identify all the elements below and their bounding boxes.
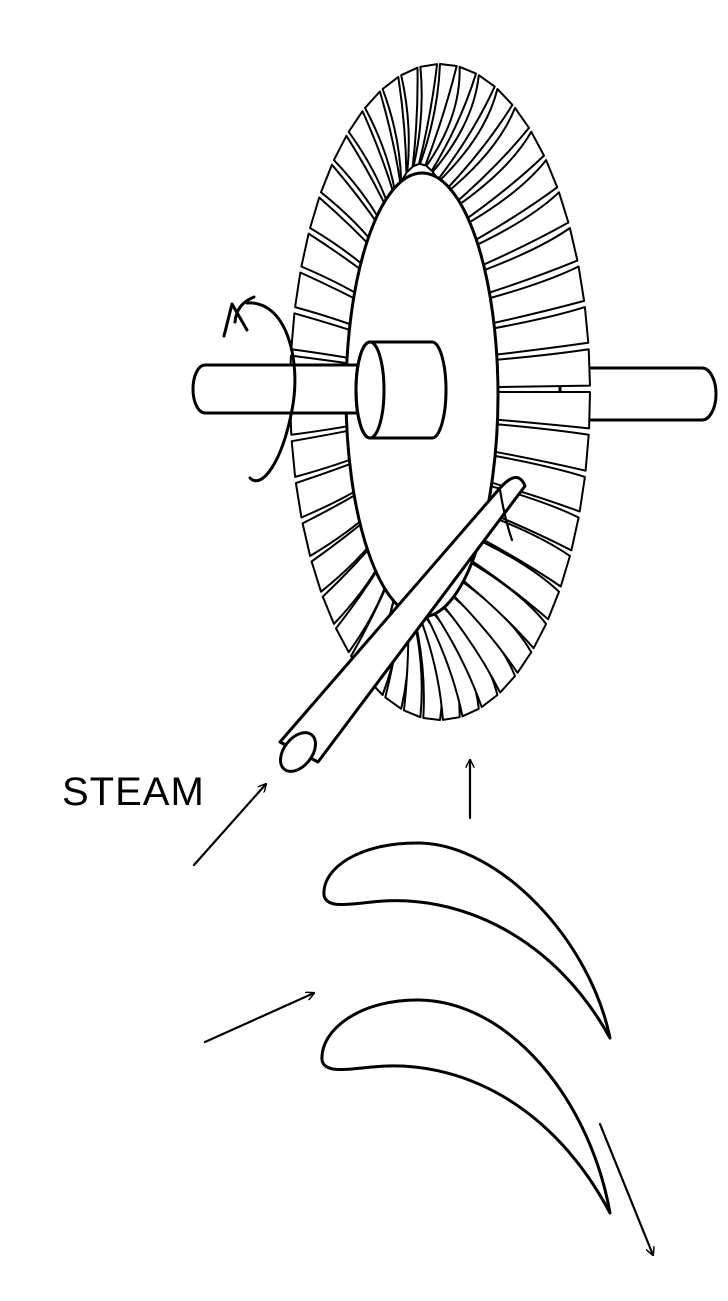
rotor-blade <box>443 106 530 210</box>
rotor-blade <box>448 130 545 229</box>
front-shaft <box>191 363 377 415</box>
rotor-blade <box>425 65 477 172</box>
rotor-blade <box>364 90 402 196</box>
lower-blade-profile <box>320 998 612 1215</box>
steam-nozzle <box>278 476 527 773</box>
flow-arrows <box>192 758 653 1255</box>
steam-inlet-arrow <box>192 784 266 867</box>
rotor-blade <box>332 134 391 232</box>
rotor-blade <box>419 63 458 167</box>
blade-inlet-arrow <box>203 993 314 1044</box>
hub <box>354 340 448 440</box>
rotor-blade <box>320 163 386 255</box>
rotor-blade <box>400 66 419 173</box>
rotor-blade <box>464 265 586 330</box>
rotor-blade <box>453 159 559 251</box>
rear-shaft <box>558 366 718 422</box>
rotor-blade <box>431 74 496 181</box>
rotor-blade <box>412 63 439 167</box>
blade-outlet-arrow <box>598 1122 653 1255</box>
rotor-blade <box>454 529 560 621</box>
rotor-blade <box>437 88 514 194</box>
rotor-blade <box>381 75 408 183</box>
rotor-blade <box>347 110 396 213</box>
rotation-arrow <box>222 295 297 483</box>
rotor-blade <box>457 191 570 276</box>
upper-blade-profile <box>322 841 612 1040</box>
blade-profiles <box>320 841 612 1215</box>
rotor-blade <box>461 227 579 302</box>
steam-label: STEAM <box>62 770 205 814</box>
